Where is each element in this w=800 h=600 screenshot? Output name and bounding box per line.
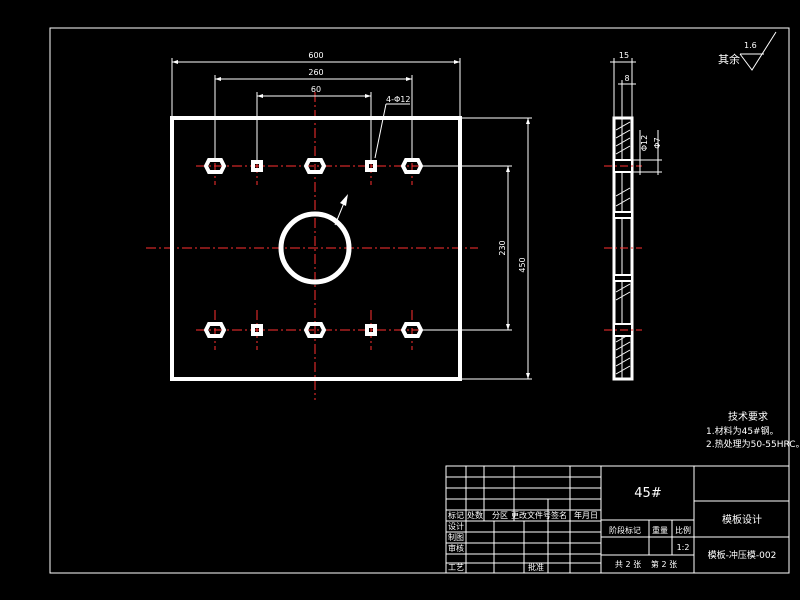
title-block xyxy=(445,465,790,574)
front-view: 600 260 60 4-Φ12 230 450 xyxy=(146,51,532,400)
dim-overall-width: 600 xyxy=(308,51,323,60)
dim-thickness: 15 xyxy=(619,51,629,60)
dim-bore1: Φ12 xyxy=(640,135,649,151)
bolt-holes-bottom xyxy=(203,322,424,338)
dim-hole-callout: 4-Φ12 xyxy=(386,95,410,104)
bolt-hole xyxy=(303,158,327,174)
bolt-hole xyxy=(400,158,424,174)
horizontal-dimensions xyxy=(171,58,461,162)
row-label: 制图 xyxy=(448,532,464,542)
surface-finish-symbol: 其余 1.6 xyxy=(718,31,777,71)
notes-line-2: 2.热处理为50-55HRC。 xyxy=(706,438,800,450)
side-bore xyxy=(613,211,633,219)
header-col: 处数 xyxy=(467,510,483,520)
sheets-total: 共 2 张 xyxy=(615,560,641,569)
row-label: 标记 xyxy=(448,510,464,520)
pin-hole xyxy=(251,324,263,336)
header-col: 签名 xyxy=(551,510,567,520)
row-label: 审核 xyxy=(448,543,464,553)
dim-center-span: 60 xyxy=(311,85,321,94)
bolt-holes-top xyxy=(203,158,424,174)
notes-title: 技术要求 xyxy=(728,410,768,423)
weight-label: 重量 xyxy=(652,525,668,535)
header-col: 分区 xyxy=(492,511,508,520)
dim-row-spacing: 230 xyxy=(498,240,507,255)
side-view: 15 8 Φ12 Φ7 xyxy=(604,51,662,381)
bolt-hole xyxy=(203,158,227,174)
dim-bore2: Φ7 xyxy=(653,137,662,148)
surface-finish-value: 1.6 xyxy=(744,41,757,50)
row-label: 设计 xyxy=(448,521,464,531)
sheet-number: 第 2 张 xyxy=(651,559,677,569)
dim-overall-height: 450 xyxy=(518,257,527,272)
material-label: 45# xyxy=(634,486,661,501)
part-name: 模板设计 xyxy=(722,513,762,526)
dim-hole-span: 260 xyxy=(308,68,323,77)
bolt-hole xyxy=(203,322,227,338)
bolt-hole xyxy=(400,322,424,338)
technical-notes: 技术要求 1.材料为45#钢。 2.热处理为50-55HRC。 xyxy=(706,410,800,450)
drawing-frame xyxy=(49,27,790,574)
notes-line-1: 1.材料为45#钢。 xyxy=(706,425,779,437)
vertical-dimensions xyxy=(421,117,532,380)
dim-step: 8 xyxy=(624,74,629,83)
pin-hole xyxy=(365,324,377,336)
scale-label: 比例 xyxy=(675,525,691,535)
header-col: 更改文件号 xyxy=(511,510,551,520)
center-bore xyxy=(278,211,352,285)
plate-outline xyxy=(170,116,462,381)
section-hatching xyxy=(615,121,631,375)
drawing-number: 模板-冲压模-002 xyxy=(708,549,777,561)
side-bore xyxy=(613,274,633,282)
row-label: 工艺 xyxy=(448,563,464,572)
stage-label: 阶段标记 xyxy=(609,525,641,535)
bolt-hole xyxy=(303,322,327,338)
approve-label: 批准 xyxy=(528,562,544,572)
title-block-labels: 标记 设计 制图 审核 工艺 处数 分区 更改文件号 签名 年月日 批准 阶段标… xyxy=(448,510,691,572)
scale-value: 1:2 xyxy=(677,543,690,552)
surface-finish-label: 其余 xyxy=(718,52,740,66)
header-col: 年月日 xyxy=(574,510,598,520)
